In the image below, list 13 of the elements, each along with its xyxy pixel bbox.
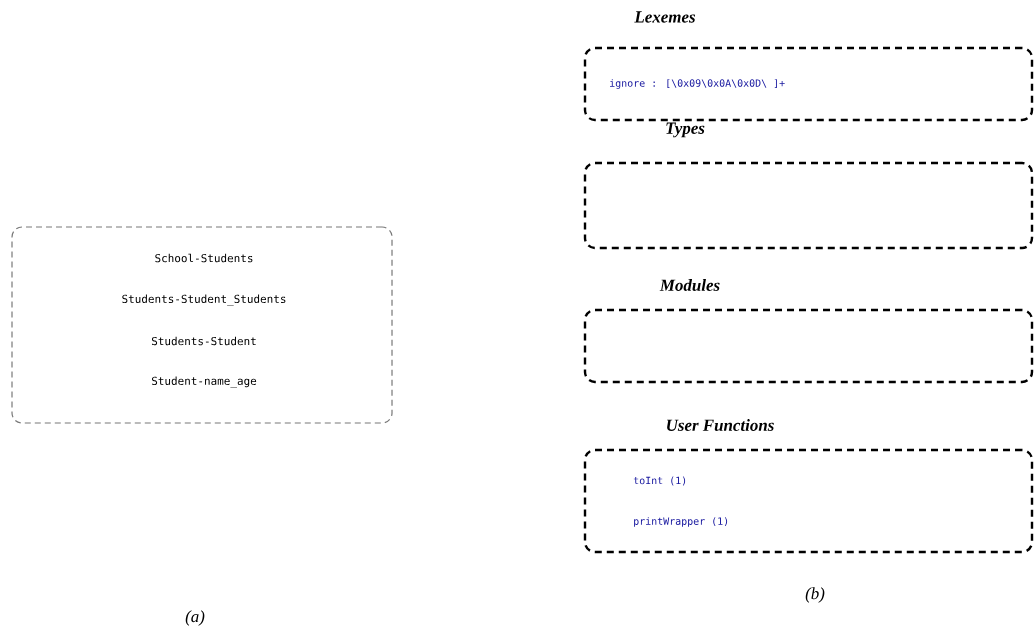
entry-text: Students-Student_Students (122, 294, 286, 306)
section-heading: Lexemes (634, 11, 696, 23)
entry-text: ignore : [\0x09\0x0A\0x0D\ ]+ (610, 79, 785, 89)
section-heading: Types (666, 122, 705, 138)
entry-text: School-Students (155, 253, 253, 263)
entry-text: toInt (1) (633, 476, 686, 486)
section-heading: User Functions (667, 419, 774, 431)
entry-text: printWrapper (1) (634, 517, 728, 527)
section-heading: Modules (659, 279, 720, 291)
panel-label: (a) (185, 610, 205, 626)
entry-text: Students-Student (152, 336, 256, 346)
entry-text: Student-name_age (152, 376, 257, 388)
panel-label: (b) (805, 587, 825, 603)
